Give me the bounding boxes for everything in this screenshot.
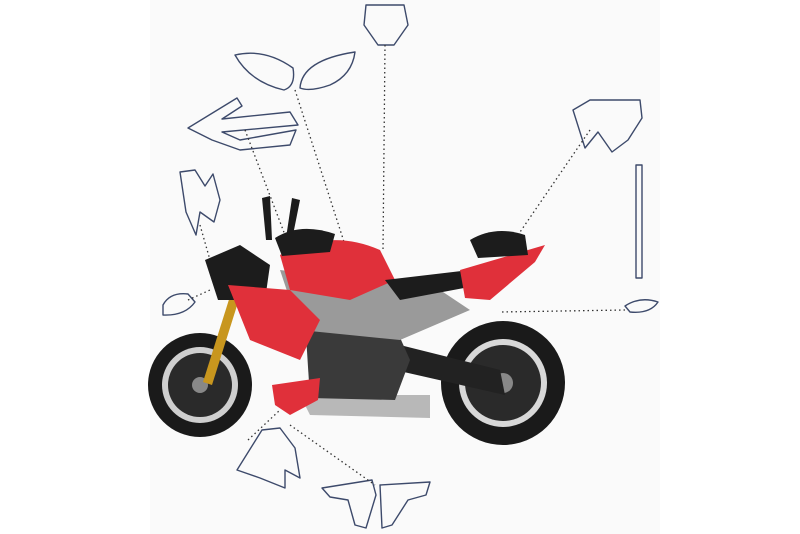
piece-small-left [162,293,196,316]
piece-belly-right [379,481,431,529]
piece-lower-cowl [236,427,301,489]
swingarm [395,345,505,395]
piece-fork-guard [179,169,221,236]
tail-section [460,245,545,300]
motorcycle [148,196,565,445]
mirrors [262,196,300,240]
piece-headlight-left [234,52,295,91]
exhaust [300,395,430,418]
piece-tail-right [572,99,643,153]
front-wheel [148,333,252,437]
side-panel [228,285,320,360]
piece-small-right [624,299,659,313]
fuel-tank [280,240,395,300]
piece-belly-left [321,479,377,529]
piece-arrow-side [187,97,299,151]
belly-pan [272,378,320,415]
film-piece-outlines [162,4,659,529]
piece-tank-top [363,4,409,46]
piece-strip [635,164,643,279]
rear-wheel [441,321,565,445]
piece-headlight-right [299,51,356,91]
front-fairing [205,245,270,300]
seat [385,270,480,300]
tail-bag [470,231,528,258]
leader-lines [187,44,626,486]
